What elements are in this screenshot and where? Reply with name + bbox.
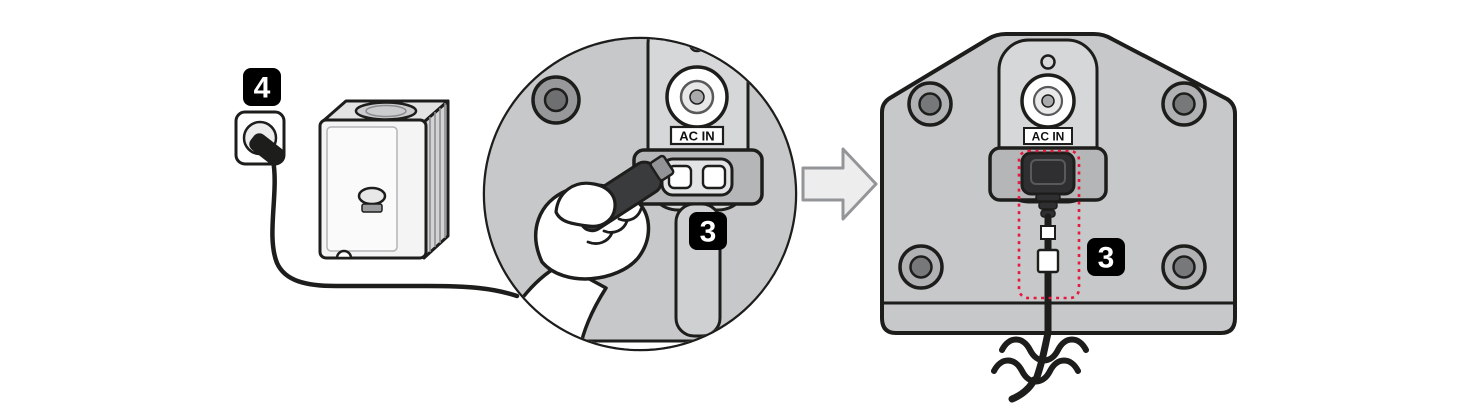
device-back-panel: AC IN 3 — [880, 32, 1237, 337]
ac-in-box-zoom — [669, 125, 725, 146]
power-cord-path — [270, 157, 520, 299]
zoom-detail-view: AC IN 3 — [482, 36, 798, 352]
ac-in-label-zoom: AC IN — [669, 125, 725, 146]
squiggle-wave-1 — [999, 336, 1089, 364]
cable-break-squiggle-icon — [991, 329, 1089, 403]
red-dotted-highlight — [1017, 149, 1081, 300]
screw-icon-top-right — [1161, 81, 1207, 127]
device-label — [361, 203, 383, 213]
step-3-label-panel: 3 — [1098, 242, 1115, 275]
finger-line-3 — [617, 207, 643, 222]
round-port-icon — [665, 65, 729, 129]
step-3-badge-panel-box — [1087, 238, 1125, 276]
power-plug-icon — [249, 133, 285, 166]
plug-tip — [649, 154, 675, 182]
back-round-port-icon — [1020, 73, 1076, 129]
step-3-badge-zoom: 3 — [689, 212, 727, 250]
zoom-floor — [485, 341, 795, 349]
device-front-inset — [326, 126, 398, 252]
subwoofer-illustration — [318, 99, 450, 260]
step-4-label: 4 — [254, 72, 271, 105]
device-top-port-inner — [365, 104, 407, 118]
thumb — [554, 181, 617, 228]
inserted-plug-detail — [1030, 159, 1066, 185]
step-3-badge-panel: 3 — [1087, 238, 1125, 276]
cable-stub — [1008, 376, 1038, 403]
step-4-badge: 4 — [243, 68, 281, 106]
step-3-label-zoom: 3 — [700, 216, 717, 249]
ac-in-label-panel: AC IN — [1023, 127, 1073, 145]
screw-icon-bottom-right — [1161, 244, 1207, 290]
finger-line-2 — [602, 219, 629, 234]
cable-clip-small — [1040, 225, 1056, 240]
inserted-power-plug — [1020, 151, 1076, 218]
screw-recess-icon — [531, 75, 581, 125]
ac-in-text-zoom: AC IN — [679, 129, 714, 144]
finger-line-1 — [586, 231, 614, 245]
ac-in-box-panel — [1023, 127, 1073, 145]
back-column-screw-hole-icon — [1040, 54, 1056, 70]
cable-clip — [1036, 248, 1060, 274]
device-handle — [357, 186, 387, 206]
screw-icon-top-left — [907, 81, 953, 127]
plug-rib-1 — [1035, 193, 1061, 202]
ac-in-text-panel: AC IN — [1032, 130, 1065, 144]
device-cord-notch — [335, 249, 353, 260]
plug-rib-2 — [1038, 201, 1058, 210]
step-4-badge-box — [243, 68, 281, 106]
arrow-right-icon — [801, 147, 878, 221]
step-3-badge-zoom-box — [689, 212, 727, 250]
screw-icon-bottom-left — [898, 244, 944, 290]
inlet-hole-right — [701, 164, 727, 190]
